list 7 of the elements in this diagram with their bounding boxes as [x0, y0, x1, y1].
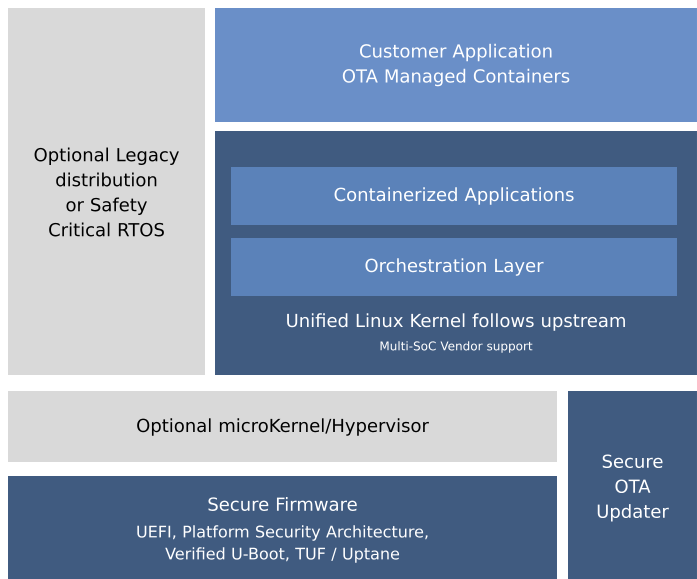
- layer-box: Secure Firmware UEFI, Platform Security Architecture, Verified U-Boot, TUF / Uptane: [8, 476, 557, 579]
- side-box: Secure OTA Updater: [568, 391, 697, 579]
- layer-box: Orchestration Layer: [231, 238, 677, 296]
- layer-box: Optional microKernel/Hypervisor: [8, 391, 557, 462]
- side-box: Optional Legacy distribution or Safety Critical RTOS: [8, 8, 205, 375]
- layer-box: Containerized Applications: [231, 167, 677, 225]
- layer-box: Customer Application OTA Managed Containers: [215, 8, 697, 122]
